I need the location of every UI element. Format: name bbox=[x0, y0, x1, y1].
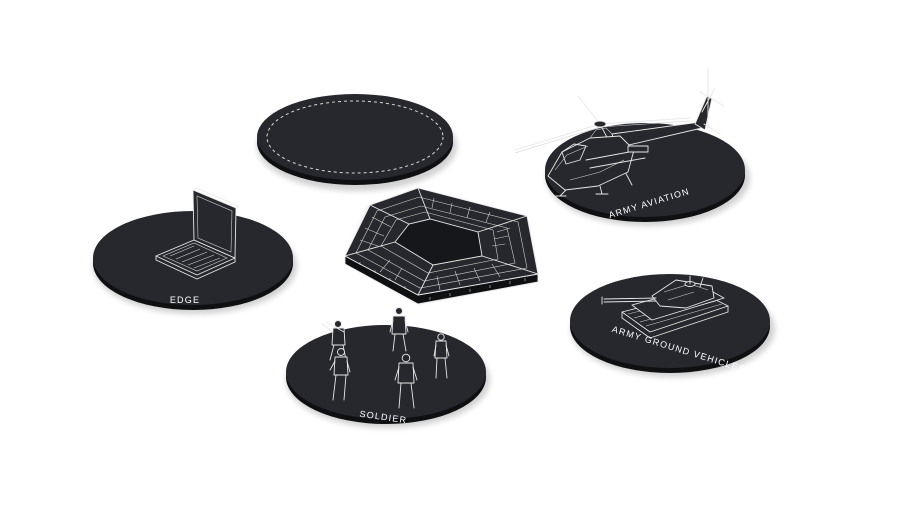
soldier-figure bbox=[321, 320, 347, 361]
platform-empty[interactable] bbox=[257, 94, 457, 191]
soldier-figure bbox=[433, 333, 450, 379]
soldier-icon bbox=[321, 307, 450, 409]
platform-soldier[interactable]: SOLDIER bbox=[286, 307, 490, 429]
platform-edge[interactable]: EDGE bbox=[93, 187, 297, 314]
helicopter-icon bbox=[514, 67, 725, 197]
soldier-figure bbox=[394, 353, 418, 409]
soldier-figure bbox=[329, 348, 351, 401]
laptop-icon bbox=[155, 187, 240, 280]
edge-label: EDGE bbox=[170, 295, 200, 305]
pentagon-building[interactable] bbox=[344, 187, 539, 305]
tank-icon bbox=[601, 275, 729, 339]
platform-ground[interactable]: ARMY GROUND VEHICLES bbox=[570, 274, 775, 377]
soldier-figure bbox=[389, 307, 409, 352]
platform-aviation[interactable]: ARMY AVIATION bbox=[514, 67, 750, 226]
